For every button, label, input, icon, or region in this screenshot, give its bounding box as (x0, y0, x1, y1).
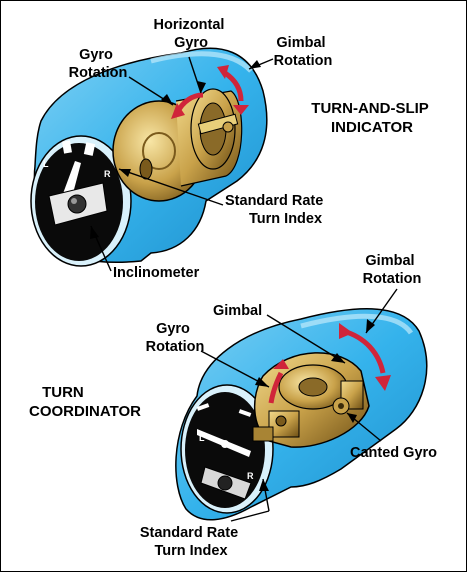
title-turn-coordinator-2: COORDINATOR (29, 403, 141, 420)
svg-text:Standard Rate Turn Index: Standard Rate Turn Index (140, 525, 242, 559)
svg-text:Gyro Rotation: Gyro Rotation (69, 47, 128, 81)
title-turn-and-slip-2: INDICATOR (331, 119, 413, 136)
dial-right-mark: R (104, 169, 111, 179)
svg-text:Horizontal Gyro: Horizontal Gyro (154, 17, 229, 51)
svg-text:TURN COORDINATOR: TURN COORDINATOR (29, 384, 141, 420)
label-gyro-rotation-top-1: Gyro (79, 47, 113, 63)
label-std-rate-top-1: Standard Rate (225, 193, 323, 209)
label-gyro-rotation-bottom-1: Gyro (156, 321, 190, 337)
svg-text:TURN-AND-SLIP INDICATOR: TURN-AND-SLIP INDICATOR (311, 100, 432, 136)
label-gimbal-rotation-top-2: Rotation (274, 53, 333, 69)
gimbal-rotation-arrow-top (223, 70, 244, 102)
title-turn-coordinator-1: TURN (42, 384, 84, 401)
svg-text:Gimbal Rotation: Gimbal Rotation (363, 253, 422, 287)
label-gimbal: Gimbal (213, 303, 262, 319)
label-gyro-rotation-top-2: Rotation (69, 65, 128, 81)
turn-slip-gyro (112, 88, 243, 202)
label-canted-gyro: Canted Gyro (350, 445, 437, 461)
label-inclinometer: Inclinometer (113, 265, 200, 281)
label-std-rate-bottom-2: Turn Index (154, 543, 227, 559)
svg-text:Gyro Rotation: Gyro Rotation (146, 321, 205, 355)
coordinator-dial-left: L (199, 433, 205, 443)
title-turn-and-slip-1: TURN-AND-SLIP (311, 100, 428, 117)
label-gyro-rotation-bottom-2: Rotation (146, 339, 205, 355)
turn-coordinator: L R (175, 288, 428, 522)
svg-text:Standard Rate Turn Index: Standard Rate Turn Index (225, 193, 327, 227)
gyro-rotation-arrow-bottom (268, 371, 284, 404)
dial-left-mark: L (43, 159, 49, 169)
label-std-rate-top-2: Turn Index (249, 211, 322, 227)
coordinator-dial-right: R (247, 471, 254, 481)
label-gimbal-rotation-bottom-1: Gimbal (365, 253, 414, 269)
inclinometer-tube (48, 182, 108, 226)
label-gimbal-rotation-top-1: Gimbal (276, 35, 325, 51)
svg-text:Gimbal Rotation: Gimbal Rotation (274, 35, 333, 69)
label-horizontal-gyro-2: Gyro (174, 35, 208, 51)
canted-gyro-assembly (252, 352, 370, 448)
label-horizontal-gyro-1: Horizontal (154, 17, 225, 33)
turn-and-slip-indicator: L R (30, 47, 274, 272)
label-std-rate-bottom-1: Standard Rate (140, 525, 238, 541)
label-gimbal-rotation-bottom-2: Rotation (363, 271, 422, 287)
